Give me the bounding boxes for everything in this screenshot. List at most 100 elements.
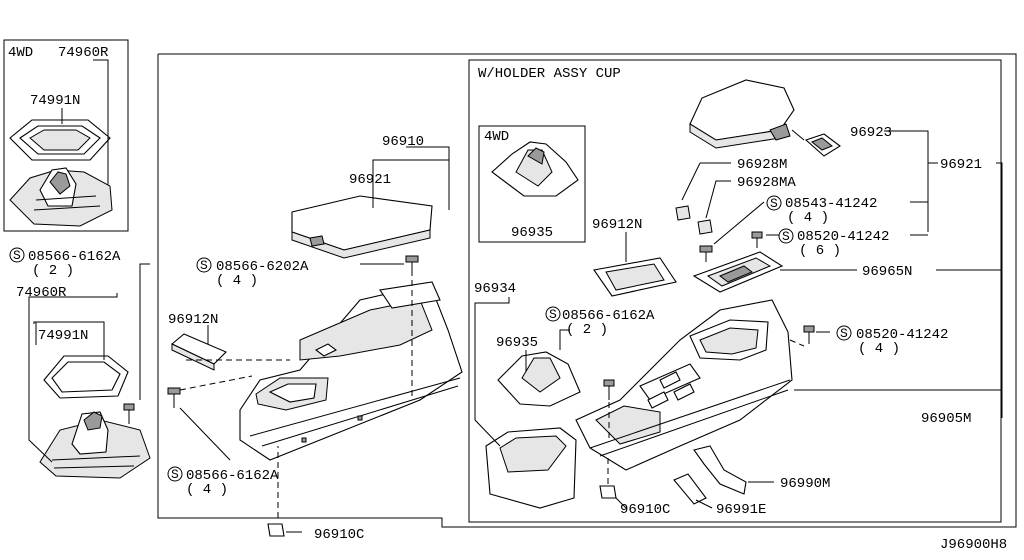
label-qty-2-mid: ( 2 ) [566, 322, 608, 338]
circled-s-glyph: S [171, 467, 179, 482]
part-96934-bezel [485, 427, 577, 509]
leader-96921-right [996, 162, 1003, 336]
label-96923: 96923 [850, 125, 892, 141]
label-96928ma: 96928MA [737, 175, 796, 191]
circled-s-icon [836, 325, 852, 341]
label-qty-6-08520: ( 6 ) [799, 243, 841, 259]
leader-96928ma [705, 180, 731, 219]
label-96991e: 96991E [716, 502, 766, 518]
part-96905m-console [575, 299, 793, 471]
label-96912n-center: 96912N [168, 312, 218, 328]
part-96921-armrest-center [291, 195, 433, 259]
label-96934: 96934 [474, 281, 516, 297]
leader-96928m-b [681, 162, 701, 201]
label-qty-4-6202a: ( 4 ) [216, 273, 258, 289]
label-96905m: 96905M [921, 411, 971, 427]
dash-screw-right [789, 339, 805, 347]
leader-6162a-bottom [179, 407, 231, 461]
part-96912n-right-lid [593, 257, 677, 297]
leader-96910c-right [615, 497, 627, 509]
part-96935-inner-boot [491, 141, 579, 197]
label-96990m: 96990M [780, 476, 830, 492]
circled-s-icon [9, 247, 25, 263]
part-96910-console [239, 281, 463, 461]
label-08566-6162a-bottom: 08566-6162A [186, 468, 279, 484]
circled-s-icon [778, 228, 794, 244]
screw-center-left [167, 387, 181, 408]
circled-s-glyph: S [770, 196, 778, 211]
label-74960r-bottom-left: 74960R [16, 285, 67, 301]
part-96965n-bracket [692, 251, 784, 293]
leader-74960r-tl [93, 59, 109, 185]
label-qty-4-08520: ( 4 ) [858, 341, 900, 357]
part-96923-hinge [804, 133, 841, 157]
screw-holder-4 [803, 325, 815, 344]
label-96921-right: 96921 [940, 157, 982, 173]
label-diagram-code: J96900H8 [940, 537, 1007, 553]
label-4wd-inner: 4WD [484, 129, 509, 145]
label-96928m: 96928M [737, 157, 787, 173]
circled-s-icon [766, 195, 782, 211]
label-08543-41242: 08543-41242 [785, 196, 877, 212]
clip-96910c-right [599, 485, 617, 499]
circled-s-glyph: S [13, 248, 21, 263]
label-08520-41242-mid: 08520-41242 [856, 327, 948, 343]
part-74960r-bottom-left [39, 411, 151, 479]
frame-4wd-top-left [3, 39, 129, 232]
label-08520-41242-top: 08520-41242 [797, 229, 889, 245]
screw-bottom-left [123, 403, 135, 424]
label-4wd-top-left: 4WD [8, 45, 33, 61]
circled-s-icon [167, 466, 183, 482]
screw-holder-1 [699, 245, 713, 262]
leader-96923 [884, 130, 929, 232]
leader-96910 [406, 146, 450, 210]
frame-main [157, 53, 1017, 528]
circled-s-glyph: S [782, 229, 790, 244]
circled-s-glyph: S [549, 307, 557, 322]
circled-s-glyph: S [840, 326, 848, 341]
leader-08543-b [713, 201, 765, 245]
label-08566-6162a-mid: 08566-6162A [562, 308, 655, 324]
part-96935-mid-boot [497, 351, 581, 407]
label-96910c-left: 96910C [314, 527, 364, 543]
label-96935-inner: 96935 [511, 225, 553, 241]
leader-96923-b [791, 129, 805, 141]
label-96910c-right: 96910C [620, 502, 670, 518]
leader-screw-bl [139, 263, 150, 400]
part-74991n-top-left [9, 119, 111, 161]
label-74991n-top-left: 74991N [30, 93, 80, 109]
frame-4wd-inner [478, 125, 586, 243]
label-96910: 96910 [382, 134, 424, 150]
label-qty-2-left: ( 2 ) [32, 263, 74, 279]
clip-96910c-left [267, 523, 285, 537]
label-qty-4-08543: ( 4 ) [787, 210, 829, 226]
circled-s-icon [196, 257, 212, 273]
circled-s-icon [545, 306, 561, 322]
leader-96991e [695, 499, 713, 509]
label-08566-6162a-left: 08566-6162A [28, 249, 121, 265]
part-96912n-lid-center [170, 333, 227, 371]
label-96935-mid: 96935 [496, 335, 538, 351]
leader-6162a-mid [559, 329, 570, 350]
label-qty-4-bottom: ( 4 ) [186, 482, 228, 498]
dash-screw-left [179, 375, 253, 391]
screw-holder-2 [751, 231, 763, 248]
label-08566-6202a: 08566-6202A [216, 259, 309, 275]
label-96965n: 96965N [862, 264, 912, 280]
part-96990m-bracket [693, 445, 747, 495]
part-74960r-top-left [9, 167, 113, 227]
leader-96934 [474, 297, 510, 447]
part-96991e-pin [673, 473, 707, 505]
label-holder-title: W/HOLDER ASSY CUP [478, 66, 621, 82]
frame-holder-assy [468, 59, 1002, 523]
label-96921-center: 96921 [349, 172, 391, 188]
label-96912n-right: 96912N [592, 217, 642, 233]
part-96923-armrest-lid [689, 79, 795, 149]
leader-74991n-bl-a [33, 321, 105, 360]
screw-holder-3 [603, 379, 615, 400]
label-74991n-bottom-left: 74991N [38, 328, 88, 344]
leader-74960r-bl [28, 293, 118, 463]
part-96928m-clip [675, 205, 691, 221]
